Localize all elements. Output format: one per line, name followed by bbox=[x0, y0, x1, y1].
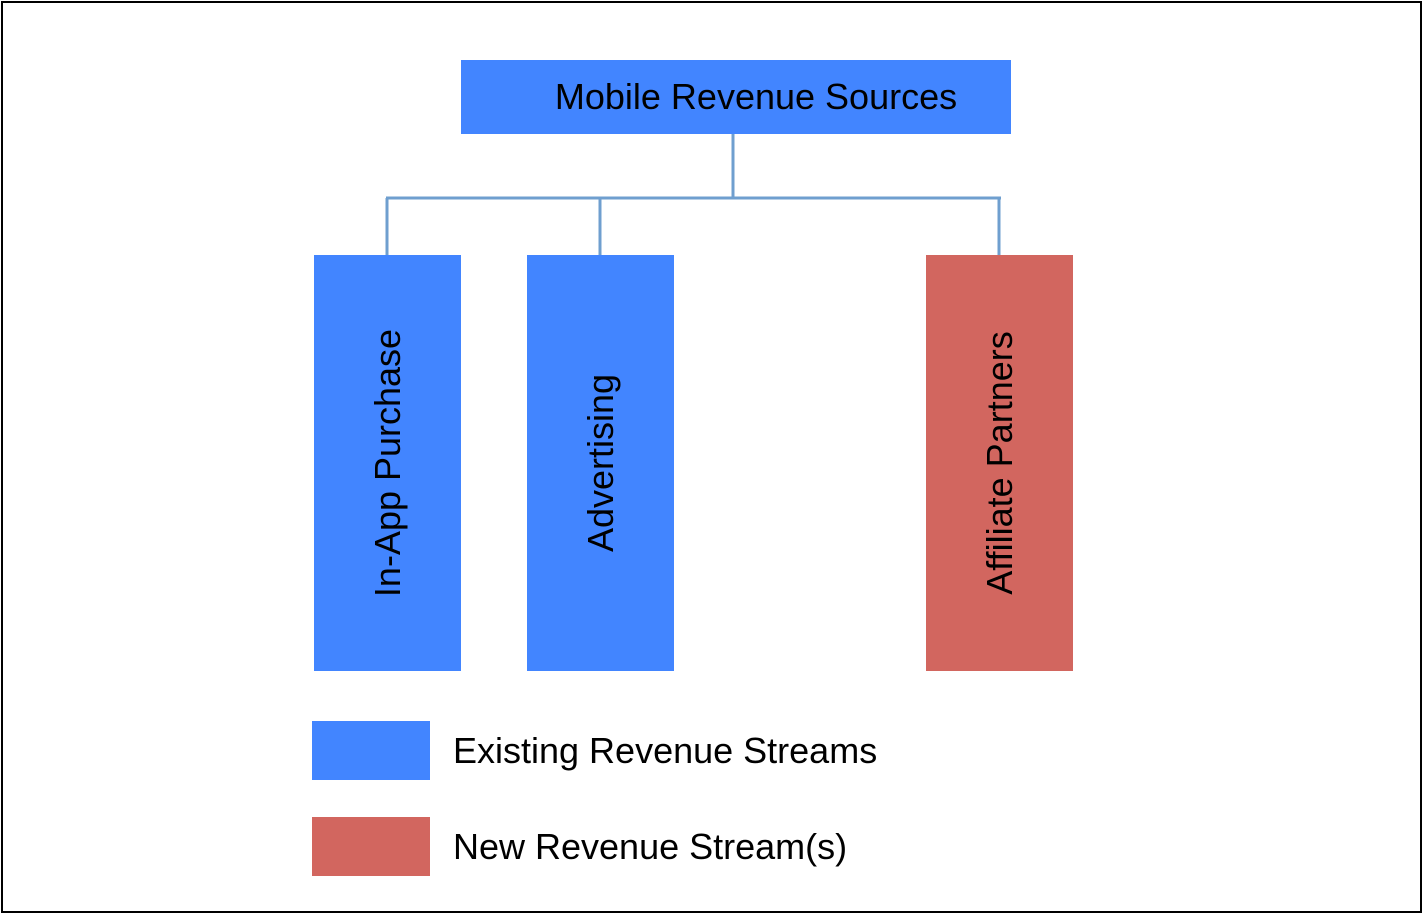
node-affiliate-partners: Affiliate Partners bbox=[926, 255, 1073, 671]
legend-swatch-new bbox=[312, 817, 430, 876]
legend-label-new: New Revenue Stream(s) bbox=[453, 826, 848, 867]
node-in-app-purchase: In-App Purchase bbox=[314, 255, 461, 671]
node-advertising: Advertising bbox=[527, 255, 674, 671]
node-affiliate-partners-label: Affiliate Partners bbox=[978, 331, 1020, 595]
node-advertising-label: Advertising bbox=[579, 373, 621, 553]
root-node: Mobile Revenue Sources bbox=[461, 60, 1011, 134]
root-node-label: Mobile Revenue Sources bbox=[554, 76, 958, 117]
node-in-app-purchase-label: In-App Purchase bbox=[366, 328, 408, 598]
legend-swatch-existing bbox=[312, 721, 430, 780]
legend-label-existing: Existing Revenue Streams bbox=[453, 730, 878, 771]
